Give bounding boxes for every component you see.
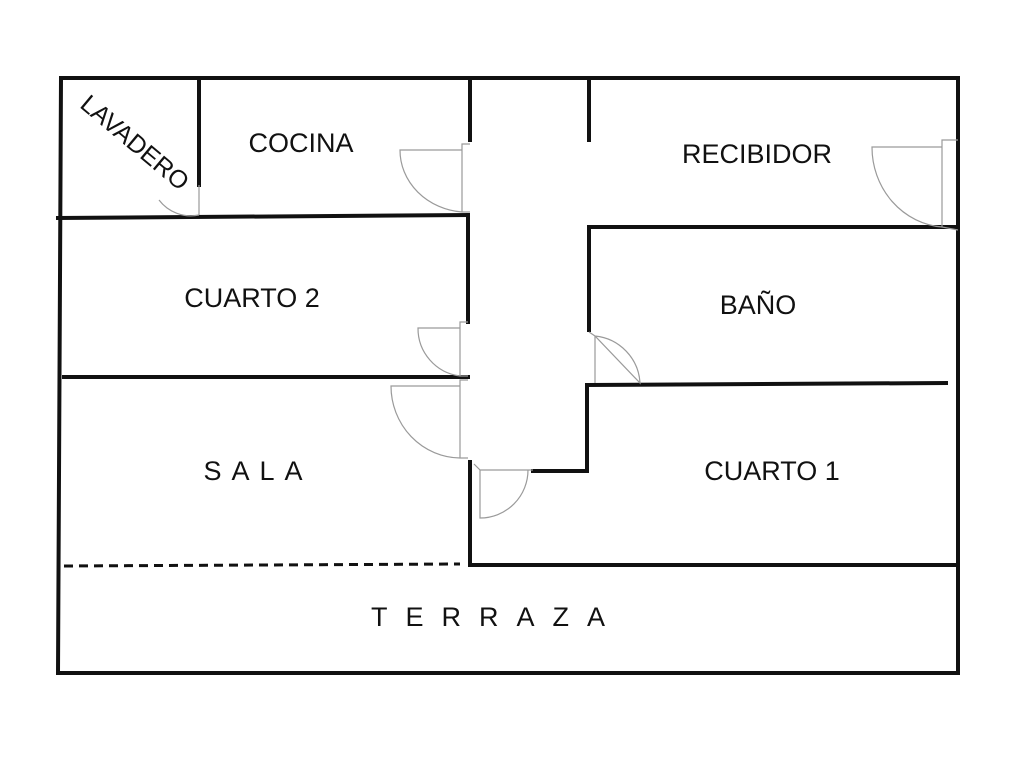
doors — [158, 139, 959, 519]
door-cuarto1 — [473, 463, 533, 519]
outer-walls — [55, 76, 960, 675]
label-recibidor: RECIBIDOR — [682, 139, 832, 169]
door-cocina — [399, 143, 470, 213]
door-recibidor — [871, 139, 959, 231]
label-cuarto2: CUARTO 2 — [184, 283, 320, 313]
door-bano — [588, 331, 641, 385]
interior-walls — [55, 80, 960, 567]
sala-terraza-divider — [63, 562, 461, 568]
label-terraza: TERRAZA — [371, 602, 623, 632]
label-lavadero: LAVADERO — [75, 90, 194, 197]
label-sala: SALA — [203, 456, 312, 486]
label-cocina: COCINA — [248, 128, 353, 158]
room-labels: LAVADERO COCINA RECIBIDOR CUARTO 2 BAÑO … — [75, 90, 840, 632]
door-sala — [390, 379, 468, 459]
door-cuarto2 — [417, 321, 468, 377]
label-bano: BAÑO — [720, 289, 797, 320]
door-lavadero — [158, 185, 200, 217]
label-cuarto1: CUARTO 1 — [704, 456, 840, 486]
